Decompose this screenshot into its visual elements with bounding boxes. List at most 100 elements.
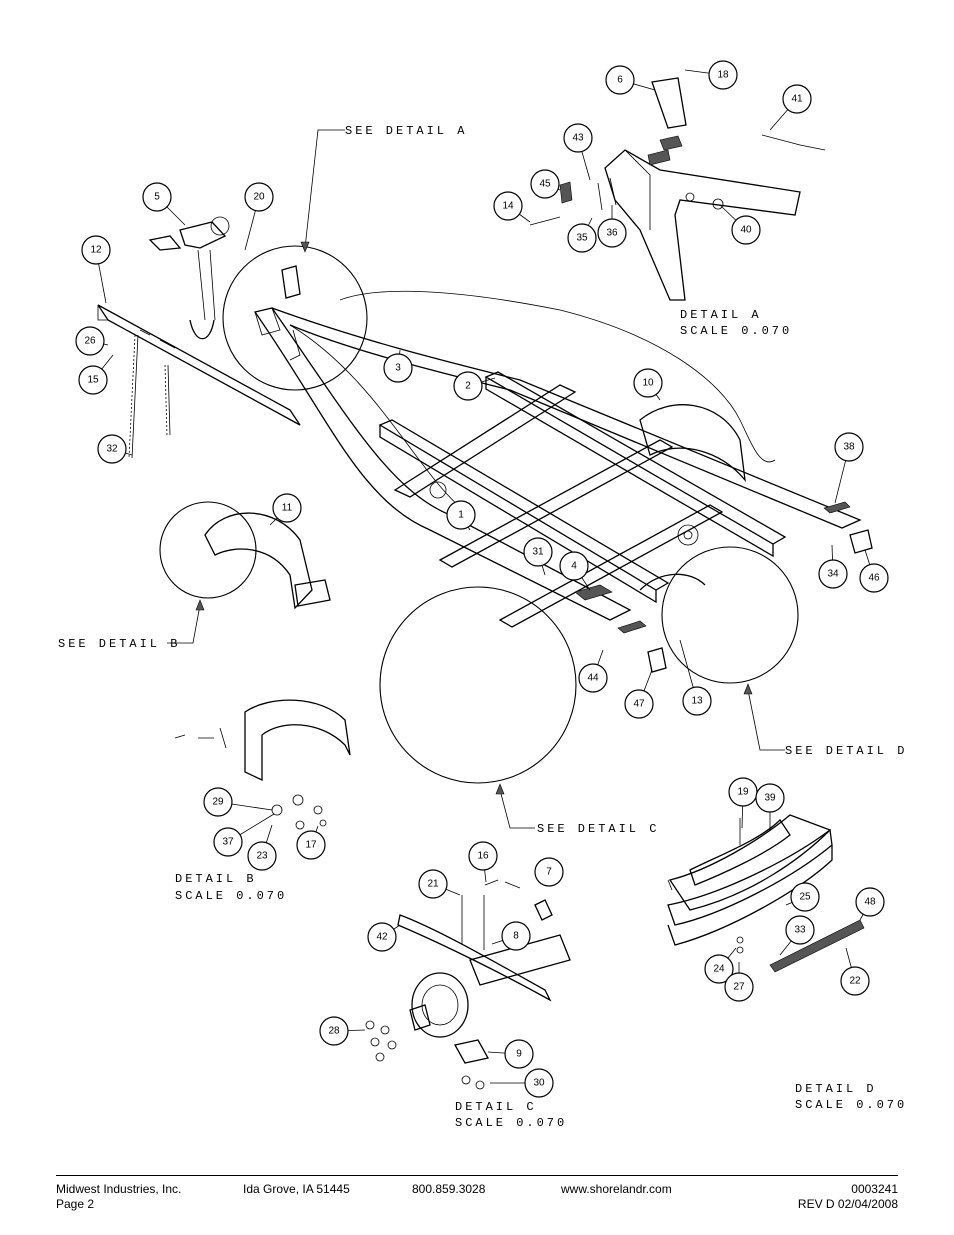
- callout-41: 41: [769, 84, 812, 131]
- detail-c-drawing: [365, 879, 571, 1090]
- callout-number: 8: [513, 931, 519, 942]
- callout-15: 15: [78, 354, 114, 395]
- callout-bubble: [493, 191, 523, 221]
- callout-number: 15: [87, 375, 99, 386]
- callout-9: 9: [487, 1039, 534, 1069]
- callout-number: 1: [458, 510, 464, 521]
- callout-number: 26: [84, 336, 96, 347]
- callout-number: 35: [576, 233, 588, 244]
- callout-48: 48: [855, 887, 885, 921]
- footer-phone: 800.859.3028: [412, 1182, 486, 1196]
- callout-number: 10: [642, 378, 654, 389]
- callout-17: 17: [296, 825, 326, 860]
- callout-bubble: [446, 500, 476, 530]
- callout-number: 37: [222, 837, 234, 848]
- callout-number: 14: [502, 201, 514, 212]
- callout-bubble: [785, 915, 815, 945]
- callout-number: 21: [427, 879, 439, 890]
- see-detail-b-label: SEE DETAIL B: [58, 637, 180, 651]
- callout-16: 16: [468, 841, 498, 883]
- callout-bubble: [523, 537, 553, 567]
- callout-39: 39: [755, 783, 785, 830]
- callout-12: 12: [81, 235, 111, 304]
- detail-d-drawing: [667, 814, 865, 973]
- callout-19: 19: [728, 777, 758, 829]
- callout-number: 41: [791, 94, 803, 105]
- callout-number: 25: [799, 892, 811, 903]
- callout-bubble: [563, 123, 593, 153]
- callout-number: 11: [282, 503, 293, 514]
- detail-a-scale: SCALE 0.070: [680, 324, 792, 338]
- callout-number: 39: [764, 793, 776, 804]
- callout-30: 30: [490, 1068, 554, 1098]
- footer-page: Page 2: [56, 1197, 95, 1211]
- callout-bubble: [708, 60, 738, 90]
- callout-number: 48: [864, 897, 876, 908]
- callout-1: 1: [446, 500, 476, 531]
- callout-number: 38: [843, 442, 855, 453]
- callout-number: 20: [253, 192, 265, 203]
- callout-45: 45: [530, 169, 561, 199]
- callout-34: 34: [818, 544, 848, 589]
- callout-5: 5: [142, 182, 186, 226]
- callout-35: 35: [567, 217, 597, 253]
- callout-bubble: [383, 353, 413, 383]
- callout-21: 21: [418, 869, 461, 899]
- callout-bubble: [859, 563, 889, 593]
- detail-d-scale: SCALE 0.070: [795, 1098, 907, 1112]
- callout-bubble: [724, 972, 754, 1002]
- callout-number: 30: [533, 1078, 545, 1089]
- callout-number: 22: [849, 976, 861, 987]
- callout-23: 23: [247, 824, 277, 871]
- callout-38: 38: [834, 432, 864, 504]
- callout-bubble: [504, 1039, 534, 1069]
- callout-7: 7: [534, 857, 564, 887]
- callout-2: 2: [453, 371, 496, 401]
- callout-44: 44: [578, 649, 608, 693]
- callout-bubble: [682, 686, 712, 716]
- detail-b-scale: SCALE 0.070: [175, 889, 287, 903]
- callout-number: 5: [154, 192, 160, 203]
- callout-13: 13: [679, 639, 712, 716]
- callout-number: 40: [740, 225, 752, 236]
- callout-bubble: [624, 689, 654, 719]
- callout-number: 3: [395, 363, 401, 374]
- callout-number: 17: [305, 840, 317, 851]
- callout-bubble: [782, 84, 812, 114]
- callout-36: 36: [597, 205, 627, 248]
- callout-31: 31: [523, 537, 553, 576]
- callout-bubble: [272, 493, 302, 523]
- callout-29: 29: [203, 787, 273, 817]
- detail-c-scale: SCALE 0.070: [455, 1116, 567, 1130]
- callout-bubble: [78, 365, 108, 395]
- callout-bubble: [633, 368, 663, 398]
- callout-number: 43: [572, 133, 584, 144]
- see-detail-a-label: SEE DETAIL A: [345, 124, 467, 138]
- callout-number: 7: [546, 867, 552, 878]
- callout-bubble: [142, 182, 172, 212]
- callout-number: 24: [713, 964, 725, 975]
- callout-number: 44: [587, 673, 599, 684]
- callout-bubble: [597, 218, 627, 248]
- callout-number: 36: [606, 228, 618, 239]
- callout-bubble: [840, 966, 870, 996]
- callout-bubble: [468, 841, 498, 871]
- callout-28: 28: [319, 1016, 366, 1046]
- callout-8: 8: [491, 921, 531, 951]
- callout-number: 4: [571, 561, 577, 572]
- footer-revision: REV D 02/04/2008: [797, 1197, 898, 1211]
- callout-bubble: [247, 841, 277, 871]
- callout-bubble: [731, 215, 761, 245]
- callout-24: 24: [704, 947, 737, 984]
- callout-number: 19: [737, 787, 749, 798]
- callout-number: 16: [477, 851, 489, 862]
- callout-bubble: [367, 922, 397, 952]
- callout-number: 23: [256, 851, 268, 862]
- callout-42: 42: [367, 922, 401, 952]
- callout-40: 40: [719, 204, 761, 245]
- footer-website: www.shorelandr.com: [561, 1182, 672, 1196]
- callout-10: 10: [633, 368, 663, 401]
- callout-number: 2: [465, 381, 471, 392]
- detail-c-title: DETAIL C: [455, 1100, 537, 1114]
- callout-number: 45: [539, 179, 551, 190]
